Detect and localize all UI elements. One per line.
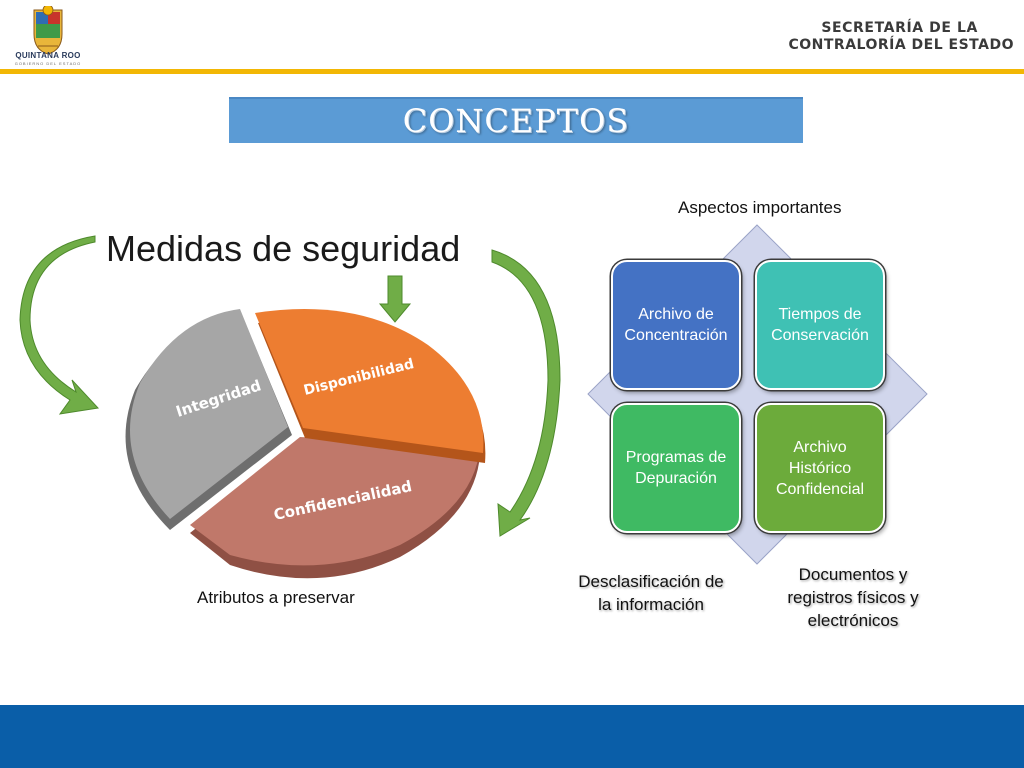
quadrant-text: Archivo Histórico Confidencial: [775, 438, 865, 498]
logo-caption: QUINTANA ROO: [15, 51, 81, 60]
quadrant-text: Tiempos de Conservación: [771, 306, 869, 344]
slide-title: CONCEPTOS: [402, 102, 630, 140]
confidentiality-segment: Confidencialidad: [190, 437, 480, 579]
attributes-caption: Atributos a preservar: [197, 588, 355, 607]
quadrant-text: Programas de Depuración: [625, 449, 727, 487]
footer-band: [0, 705, 1024, 768]
quadrant-archivo-concentracion: Archivo de Concentración: [611, 260, 741, 390]
title-banner: CONCEPTOS: [229, 97, 803, 143]
documents-text: Documentos y registros físicos y electró…: [787, 565, 919, 630]
logo-subcaption: GOBIERNO DEL ESTADO: [14, 61, 82, 66]
integrity-segment: Integridad: [125, 309, 293, 530]
quadrant-text: Archivo de Concentración: [624, 306, 728, 344]
security-measures-heading: Medidas de seguridad: [106, 228, 461, 269]
documents-label: Documentos y registros físicos y electró…: [780, 563, 926, 632]
quadrant-archivo-historico: Archivo Histórico Confidencial: [755, 403, 885, 533]
left-curved-arrow: [19, 235, 100, 415]
header-divider: [0, 69, 1024, 74]
state-coat-of-arms-logo: [33, 6, 63, 55]
right-curved-arrow: [491, 249, 561, 537]
quadrant-programas-depuracion: Programas de Depuración: [611, 403, 741, 533]
declassification-text: Desclasificación de la información: [578, 572, 724, 614]
quadrant-tiempos-conservacion: Tiempos de Conservación: [755, 260, 885, 390]
declassification-label: Desclasificación de la información: [572, 570, 730, 616]
availability-segment: Disponibilidad: [255, 309, 486, 463]
org-name-line1: SECRETARÍA DE LA: [821, 20, 978, 36]
org-name-line2: CONTRALORÍA DEL ESTADO: [788, 37, 1014, 53]
important-aspects-label: Aspectos importantes: [678, 198, 842, 217]
attributes-pie-diagram: Confidencialidad Integridad Disponibilid…: [125, 309, 486, 579]
